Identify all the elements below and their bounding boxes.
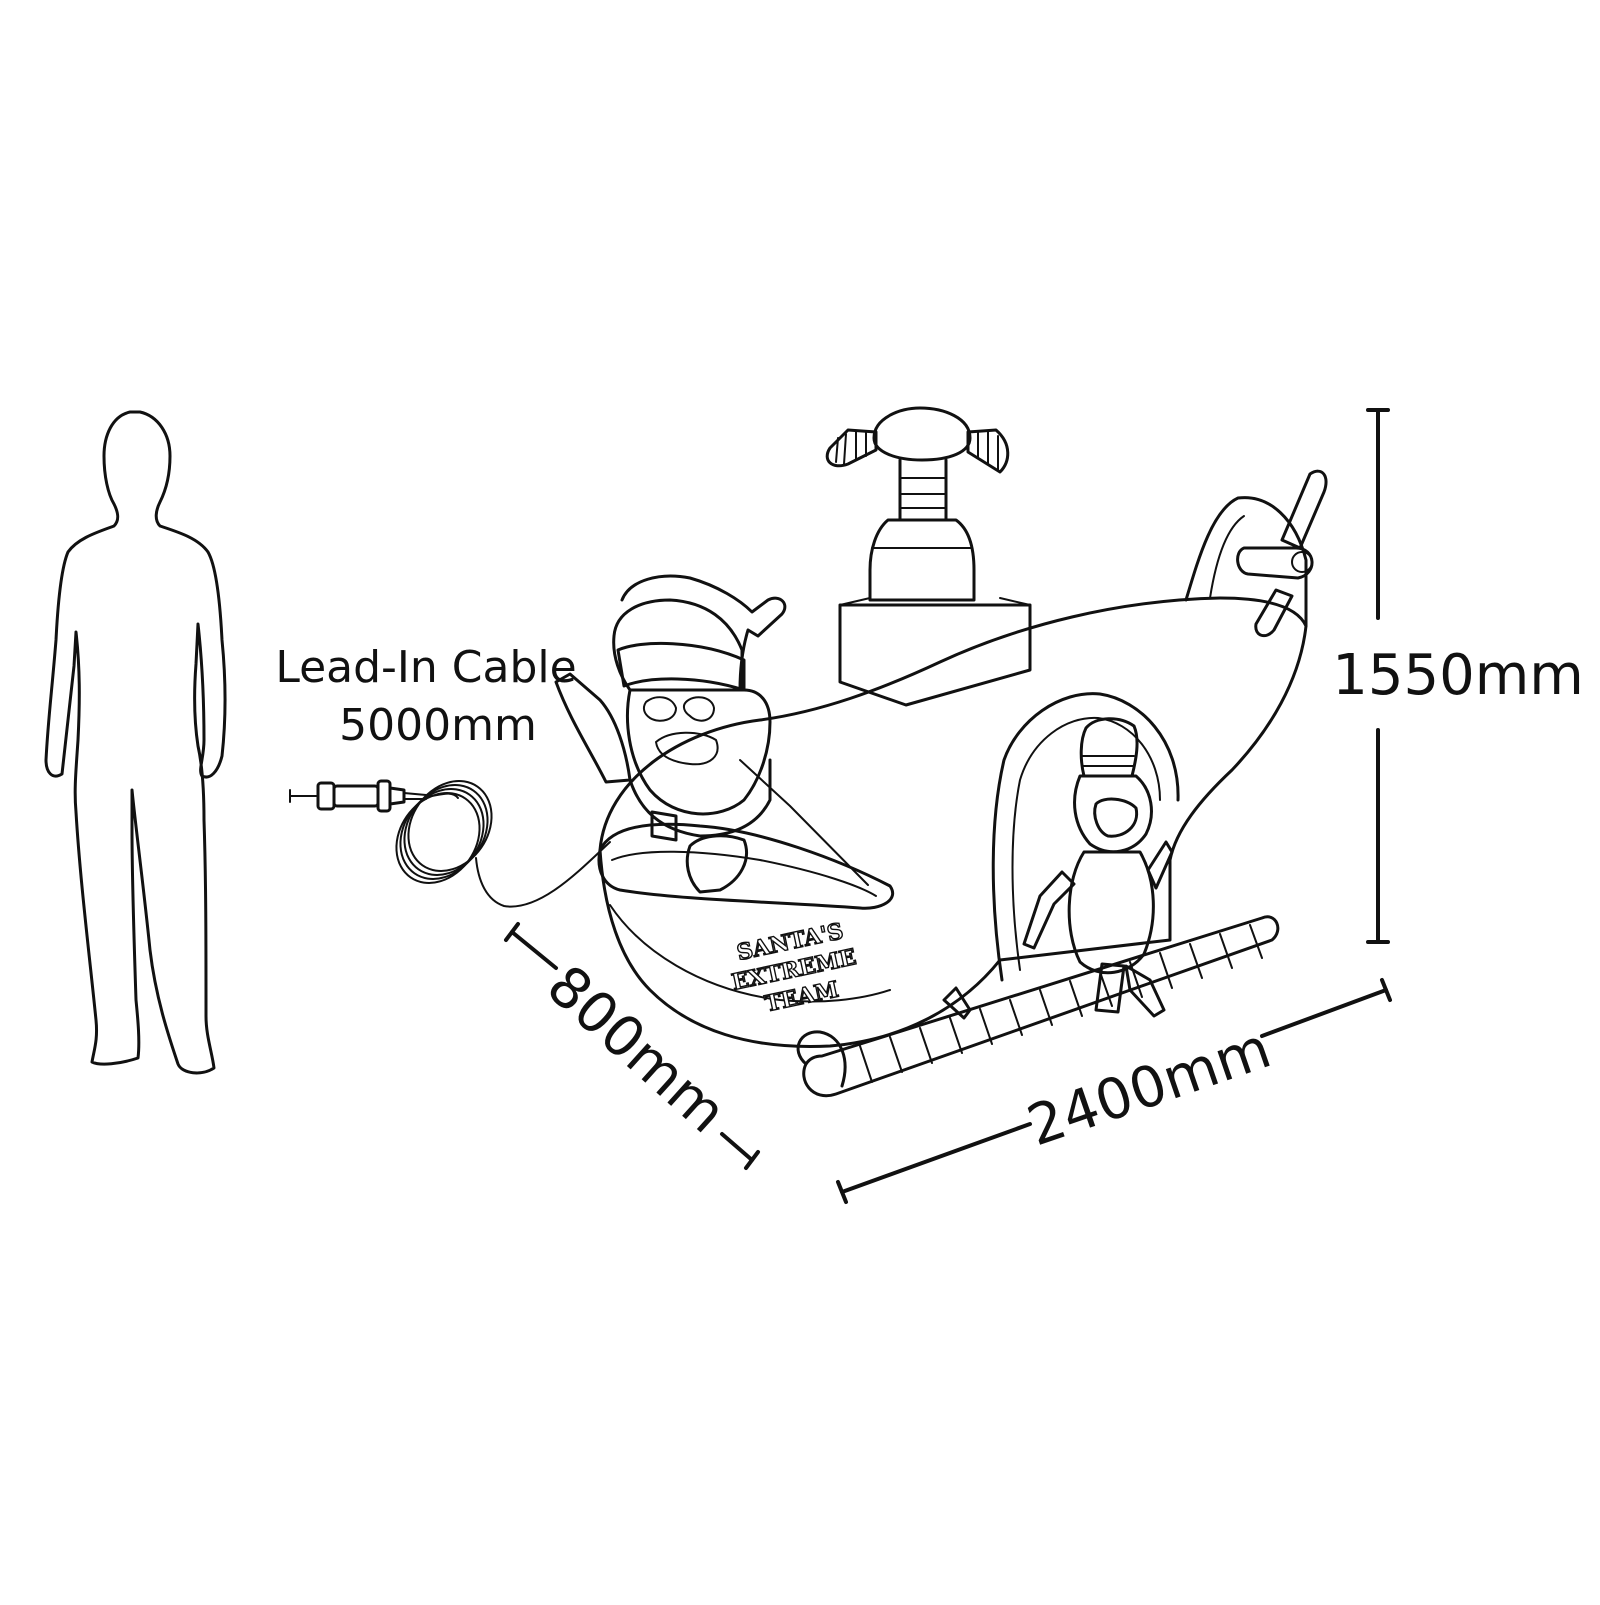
height-label: 1550mm [1332, 643, 1584, 708]
plug-and-cable [289, 779, 611, 908]
santas-extreme-team-logo: SANTA'S EXTREME TEAM [729, 918, 859, 1019]
rotor-base [868, 518, 976, 602]
rotor-hub [872, 406, 972, 462]
tail-fin [1184, 496, 1308, 628]
height-dimension: 1550mm [1332, 408, 1584, 944]
santa-hat [620, 574, 787, 692]
santa-figure [554, 574, 787, 894]
santa-mitten [685, 834, 748, 894]
helicopter-inflatable [597, 406, 1328, 1048]
width-dimension: 2400mm [836, 978, 1392, 1204]
engine-box [838, 603, 1032, 707]
rotor-blade-right [966, 428, 1010, 474]
santa-face [625, 688, 772, 816]
rotor-blade-left [825, 428, 878, 468]
depth-dimension-line-top [510, 930, 558, 970]
human-silhouette [44, 410, 227, 1075]
penguin-figure [1022, 717, 1174, 1014]
depth-dimension-line-bottom [720, 1132, 754, 1162]
width-dimension-line-left [840, 1122, 1032, 1194]
depth-dimension: 800mm [504, 922, 760, 1170]
penguin-hat [1079, 717, 1139, 778]
penguin-goggles [1093, 797, 1139, 838]
penguin-body [1067, 850, 1155, 975]
tail-rotor-hub [1236, 546, 1314, 580]
width-dimension-line-right [1260, 988, 1388, 1038]
cable-label-line1: Lead-In Cable [275, 642, 576, 693]
fuselage [598, 596, 1308, 1048]
rotor-mast [898, 458, 948, 522]
cockpit-rim [597, 822, 894, 910]
cable-label: Lead-In Cable 5000mm [275, 642, 576, 751]
cable-label-line2: 5000mm [339, 700, 537, 751]
helicopter-skid [796, 915, 1280, 1098]
tail-rotor-blade-bottom [1254, 588, 1294, 638]
tail-rotor-blade-top [1280, 469, 1328, 550]
width-label: 2400mm [1020, 1016, 1279, 1159]
